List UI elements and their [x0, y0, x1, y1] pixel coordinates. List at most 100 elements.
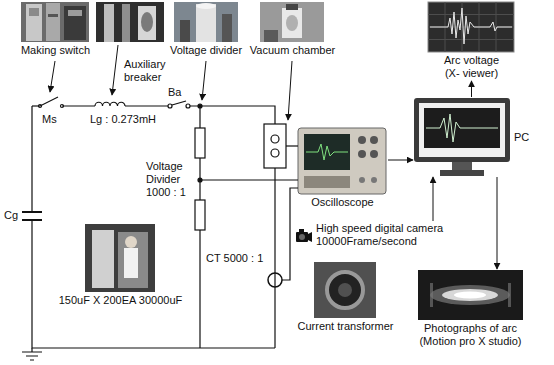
pointer-arrow: [288, 61, 292, 120]
pointer-arrow: [202, 61, 206, 100]
inductor-label: Lg : 0.273mH: [90, 113, 156, 126]
oscilloscope-icon: [370, 150, 378, 158]
capacitor-bank-photo: [85, 224, 155, 292]
oscilloscope-box: Oscilloscope: [297, 127, 388, 210]
pc-monitor: [440, 170, 484, 176]
capacitor-bank-photo: [124, 248, 138, 278]
oscilloscope-icon: [304, 176, 350, 188]
circuit-wire: [195, 200, 205, 230]
circuit-wire: [264, 124, 286, 168]
capacitor-bank-photo: [92, 230, 114, 288]
pc-monitor: [414, 98, 510, 162]
voltage-divider-photo: [174, 2, 238, 42]
photo-panel: Voltage divider: [168, 1, 244, 58]
inductor-photo: [138, 6, 156, 40]
signal-arrow: [471, 81, 472, 97]
oscilloscope-icon: [304, 134, 350, 170]
divider-label: Voltage Divider 1000 : 1: [146, 160, 192, 199]
camera-box: High speed digital camera 10000Frame/sec…: [295, 221, 453, 249]
pointer-arrow: [50, 45, 292, 120]
voltage-divider-photo: [180, 20, 190, 42]
making-switch-photo: [48, 14, 58, 17]
screen-caption: Arc voltage (X- viewer): [441, 54, 503, 80]
circuit-wire: [271, 149, 279, 157]
circuit-wire: [286, 145, 298, 146]
switch-label: Ms: [42, 113, 57, 126]
vacuum-chamber-photo: [286, 4, 298, 10]
circuit-wire: [62, 105, 95, 106]
making-switch-photo: [46, 3, 60, 41]
pointer-arrow: [112, 45, 118, 95]
device-label: PC: [514, 131, 529, 144]
voltage-divider-photo: [196, 3, 216, 9]
circuit-wire: [200, 179, 298, 180]
vacuum-chamber-photo: [260, 2, 324, 42]
screen-panel: Arc voltage (X- viewer): [427, 1, 516, 81]
circuit-wire: [40, 97, 58, 106]
device-label: High speed digital camera 10000Frame/sec…: [316, 222, 451, 248]
current-transformer-photo: [338, 283, 352, 297]
arc-photograph: [454, 292, 486, 299]
circuit-wire: [186, 104, 190, 108]
camera-icon: [296, 232, 308, 242]
capacitor-bank-photo: [85, 224, 155, 292]
vacuum-chamber-photo: [260, 2, 324, 42]
oscilloscope-icon: [298, 128, 386, 194]
circuit-wire: [22, 97, 298, 360]
camera-icon: [296, 229, 312, 242]
circuit-wire: [172, 101, 186, 105]
circuit-wire: [271, 135, 279, 143]
circuit-wire: [22, 212, 42, 220]
making-switch-photo: [21, 2, 89, 42]
current-transformer-photo: [327, 272, 363, 308]
device-label: Oscilloscope: [311, 196, 373, 209]
circuit-wire: [195, 128, 205, 158]
circuit-wire: [125, 105, 168, 106]
arc-voltage-screen: [428, 2, 514, 52]
signal-arrow: [497, 177, 498, 269]
breaker-symbol-label: Ba: [168, 86, 181, 99]
capacitor-bank-photo: [125, 236, 137, 248]
photo-panel: 150uF X 200EA 30000uF: [57, 223, 184, 308]
circuit-wire: [22, 348, 42, 360]
inductor-photo: [96, 2, 164, 42]
breaker-label: Auxiliary breaker: [124, 58, 170, 84]
pc-monitor: [419, 103, 505, 157]
photo-caption: Current transformer: [298, 320, 394, 333]
photo-caption: Making switch: [21, 44, 90, 57]
photo-panel: Current transformer: [296, 261, 395, 334]
voltage-divider-photo: [222, 14, 232, 42]
making-switch-photo: [29, 8, 39, 16]
circuit-wire: [198, 178, 202, 182]
voltage-divider-photo: [196, 4, 216, 42]
ct-label: CT 5000 : 1: [206, 252, 263, 265]
arc-photograph: [442, 289, 498, 301]
arc-voltage-screen: [428, 2, 514, 52]
vacuum-chamber-photo: [282, 8, 302, 38]
photo-caption: Vacuum chamber: [250, 44, 335, 57]
oscilloscope-icon: [371, 177, 377, 183]
circuit-wire: [274, 168, 275, 348]
circuit-wire: [168, 104, 172, 108]
current-transformer-photo: [314, 262, 376, 318]
oscilloscope-icon: [298, 128, 386, 194]
making-switch-photo: [68, 10, 82, 16]
inductor-photo: [104, 4, 114, 42]
pointer-arrow: [50, 61, 55, 92]
circuit-wire: [190, 106, 275, 124]
oscilloscope-icon: [306, 144, 348, 160]
circuit-wire: [198, 104, 202, 108]
arc-photograph: [430, 285, 510, 305]
camera-icon: [299, 234, 305, 240]
camera-icon: [299, 229, 304, 232]
oscilloscope-icon: [370, 136, 378, 144]
current-transformer-photo: [314, 262, 376, 318]
arc-voltage-screen: [428, 2, 514, 52]
inductor-photo: [122, 4, 130, 42]
photo-panel: Vacuum chamber: [248, 1, 337, 58]
arc-photograph: [418, 270, 523, 320]
oscilloscope-icon: [358, 136, 366, 144]
circuit-wire: [95, 102, 125, 106]
oscilloscope-icon: [359, 177, 365, 183]
photo-panel: Making switch: [19, 1, 92, 58]
